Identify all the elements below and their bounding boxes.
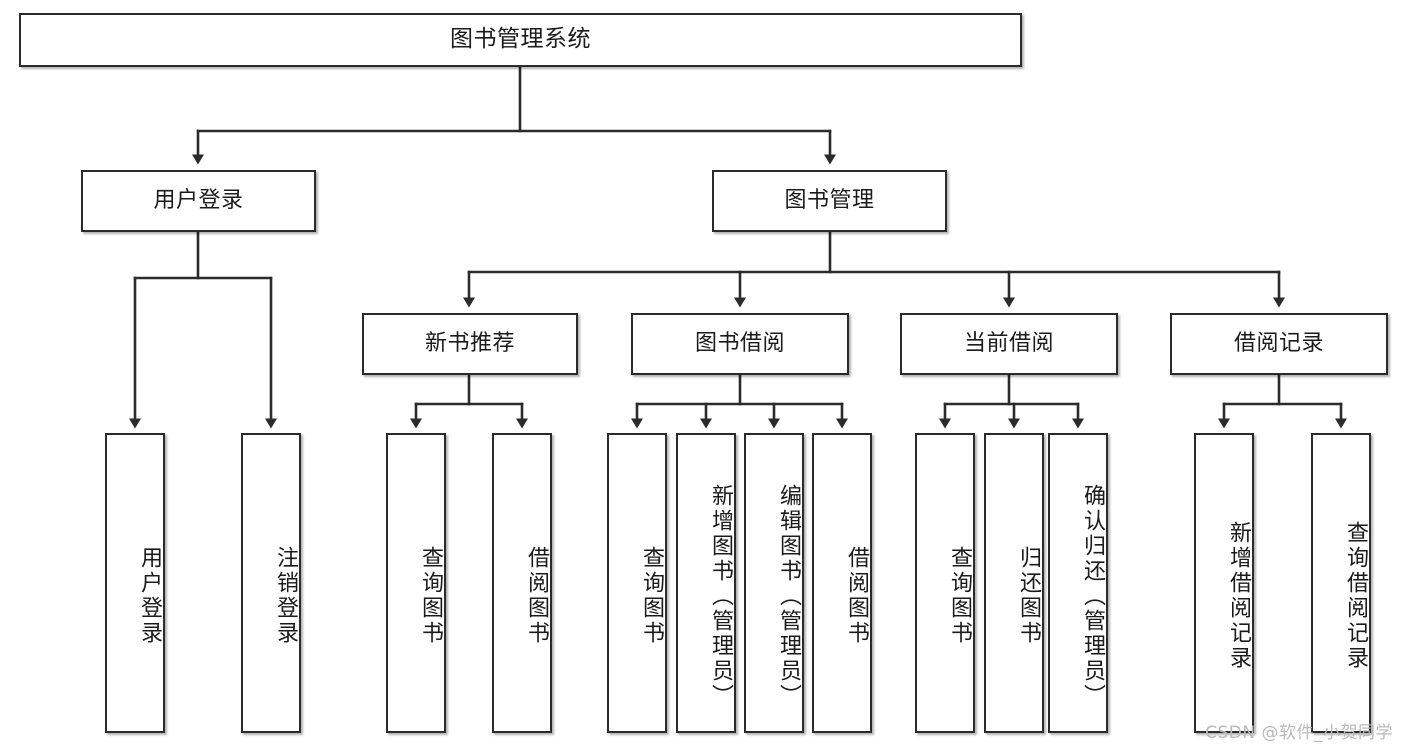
- node-leaf-add-record-label: 新增借阅记录: [1226, 521, 1251, 671]
- node-leaf-user-login[interactable]: 用户登录: [105, 433, 165, 733]
- node-leaf-borrow-book-2[interactable]: 借阅图书: [812, 433, 872, 733]
- node-leaf-query-book-1-label: 查询图书: [418, 546, 443, 646]
- node-leaf-borrow-book-1-label: 借阅图书: [524, 546, 549, 646]
- node-leaf-query-record[interactable]: 查询借阅记录: [1311, 433, 1371, 733]
- node-leaf-borrow-book-2-label: 借阅图书: [844, 546, 869, 646]
- node-leaf-query-book-2-label: 查询图书: [639, 546, 664, 646]
- node-root-label: 图书管理系统: [450, 26, 591, 53]
- node-book-manage-label: 图书管理: [784, 187, 875, 213]
- node-leaf-query-book-1[interactable]: 查询图书: [386, 433, 446, 733]
- node-new-book-rec[interactable]: 新书推荐: [362, 313, 578, 375]
- node-book-borrow[interactable]: 图书借阅: [631, 313, 849, 375]
- node-user-login-label: 用户登录: [153, 187, 244, 213]
- node-leaf-return-book[interactable]: 归还图书: [984, 433, 1044, 733]
- node-leaf-user-login-label: 用户登录: [137, 546, 162, 646]
- node-leaf-query-book-2[interactable]: 查询图书: [607, 433, 667, 733]
- node-leaf-add-book[interactable]: 新增图书（管理员）: [676, 433, 736, 733]
- node-leaf-query-book-3[interactable]: 查询图书: [915, 433, 975, 733]
- node-root[interactable]: 图书管理系统: [19, 13, 1022, 67]
- node-leaf-confirm-return[interactable]: 确认归还（管理员）: [1048, 433, 1108, 733]
- node-leaf-logout-label: 注销登录: [273, 546, 298, 646]
- node-leaf-edit-book-label: 编辑图书（管理员）: [776, 483, 801, 709]
- node-current-borrow-label: 当前借阅: [963, 330, 1054, 356]
- node-current-borrow[interactable]: 当前借阅: [900, 313, 1118, 375]
- node-leaf-borrow-book-1[interactable]: 借阅图书: [492, 433, 552, 733]
- node-leaf-query-book-3-label: 查询图书: [947, 546, 972, 646]
- node-book-borrow-label: 图书借阅: [694, 330, 785, 356]
- node-leaf-logout[interactable]: 注销登录: [241, 433, 301, 733]
- node-leaf-edit-book[interactable]: 编辑图书（管理员）: [744, 433, 804, 733]
- watermark: CSDN @软件_小贺同学: [1205, 723, 1393, 743]
- node-leaf-confirm-return-label: 确认归还（管理员）: [1080, 483, 1105, 709]
- node-book-manage[interactable]: 图书管理: [712, 170, 947, 232]
- node-leaf-query-record-label: 查询借阅记录: [1343, 521, 1368, 671]
- node-borrow-record[interactable]: 借阅记录: [1170, 313, 1388, 375]
- node-borrow-record-label: 借阅记录: [1233, 330, 1324, 356]
- node-new-book-rec-label: 新书推荐: [424, 330, 515, 356]
- node-leaf-add-record[interactable]: 新增借阅记录: [1194, 433, 1254, 733]
- node-user-login[interactable]: 用户登录: [81, 170, 316, 232]
- node-leaf-return-book-label: 归还图书: [1016, 546, 1041, 646]
- node-leaf-add-book-label: 新增图书（管理员）: [708, 483, 733, 709]
